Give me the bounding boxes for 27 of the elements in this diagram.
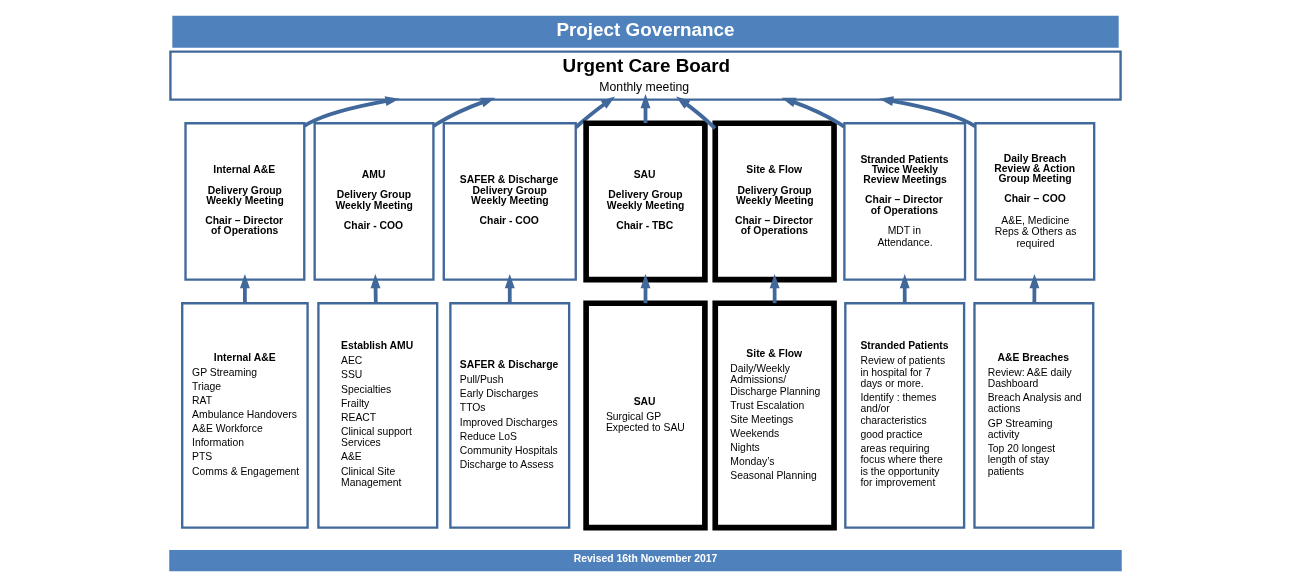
node-box: Stranded Patients Review of patients in hospital for 7 days or more. Identify : themes and/or characteristics good practice areas requiring focus where there is the opportunity for improvement [844,302,966,529]
arrow [370,274,381,304]
node-box: Internal A&E GP Streaming Triage RAT Ambulance Handovers A&E Workforce Information PTS Comms & Engagement [181,302,309,529]
node-box: Site & Flow Daily/Weekly Admissions/ Discharge Planning Trust Escalation Site Meetings Weekends Nights Monday’s Seasonal Planning [712,300,837,531]
node-box: AMU Delivery Group Weekly Meeting Chair - COO [313,122,435,281]
node-box: SAU Surgical GP Expected to SAU [583,300,708,531]
diagram-title: Project Governance [556,18,735,40]
arrow [769,274,780,304]
arrow [676,96,717,130]
arrow [1029,274,1040,304]
node-box: Urgent Care Board Monthly meeting [169,50,1122,101]
node-box: Establish AMU AEC SSU Specialties Frailty REACT Clinical support Services A&E Clinical Site Management [317,302,439,529]
caption: Revised 16th November 2017 [573,553,718,565]
node-box: A&E Breaches Review: A&E daily Dashboard Breach Analysis and actions GP Streaming activity Top 20 longest length of stay patients [973,302,1095,529]
arrow [899,274,910,304]
node-box: Stranded Patients Twice Weekly Review Meetings Chair – Director of Operations MDT in Attendance. [843,122,967,281]
node-box: SAFER & Discharge Delivery Group Weekly Meeting Chair - COO [442,122,577,281]
node-box: Site & Flow Delivery Group Weekly Meeting Chair – Director of Operations [712,120,837,283]
node-box: Daily Breach Review & Action Group Meeting Chair – COO A&E, Medicine Reps & Others as required [974,122,1096,281]
arrow [574,96,615,129]
arrow [239,274,250,304]
arrow [781,97,846,129]
node-box: Internal A&E Delivery Group Weekly Meeting Chair – Director of Operations [184,122,306,281]
arrow [504,274,515,304]
arrow [432,97,496,128]
node-box: SAU Delivery Group Weekly Meeting Chair - TBC [583,120,708,283]
node-box: SAFER & Discharge Pull/Push Early Discharges TTOs Improved Discharges Reduce LoS Community Hospitals Discharge to Assess [449,302,571,529]
